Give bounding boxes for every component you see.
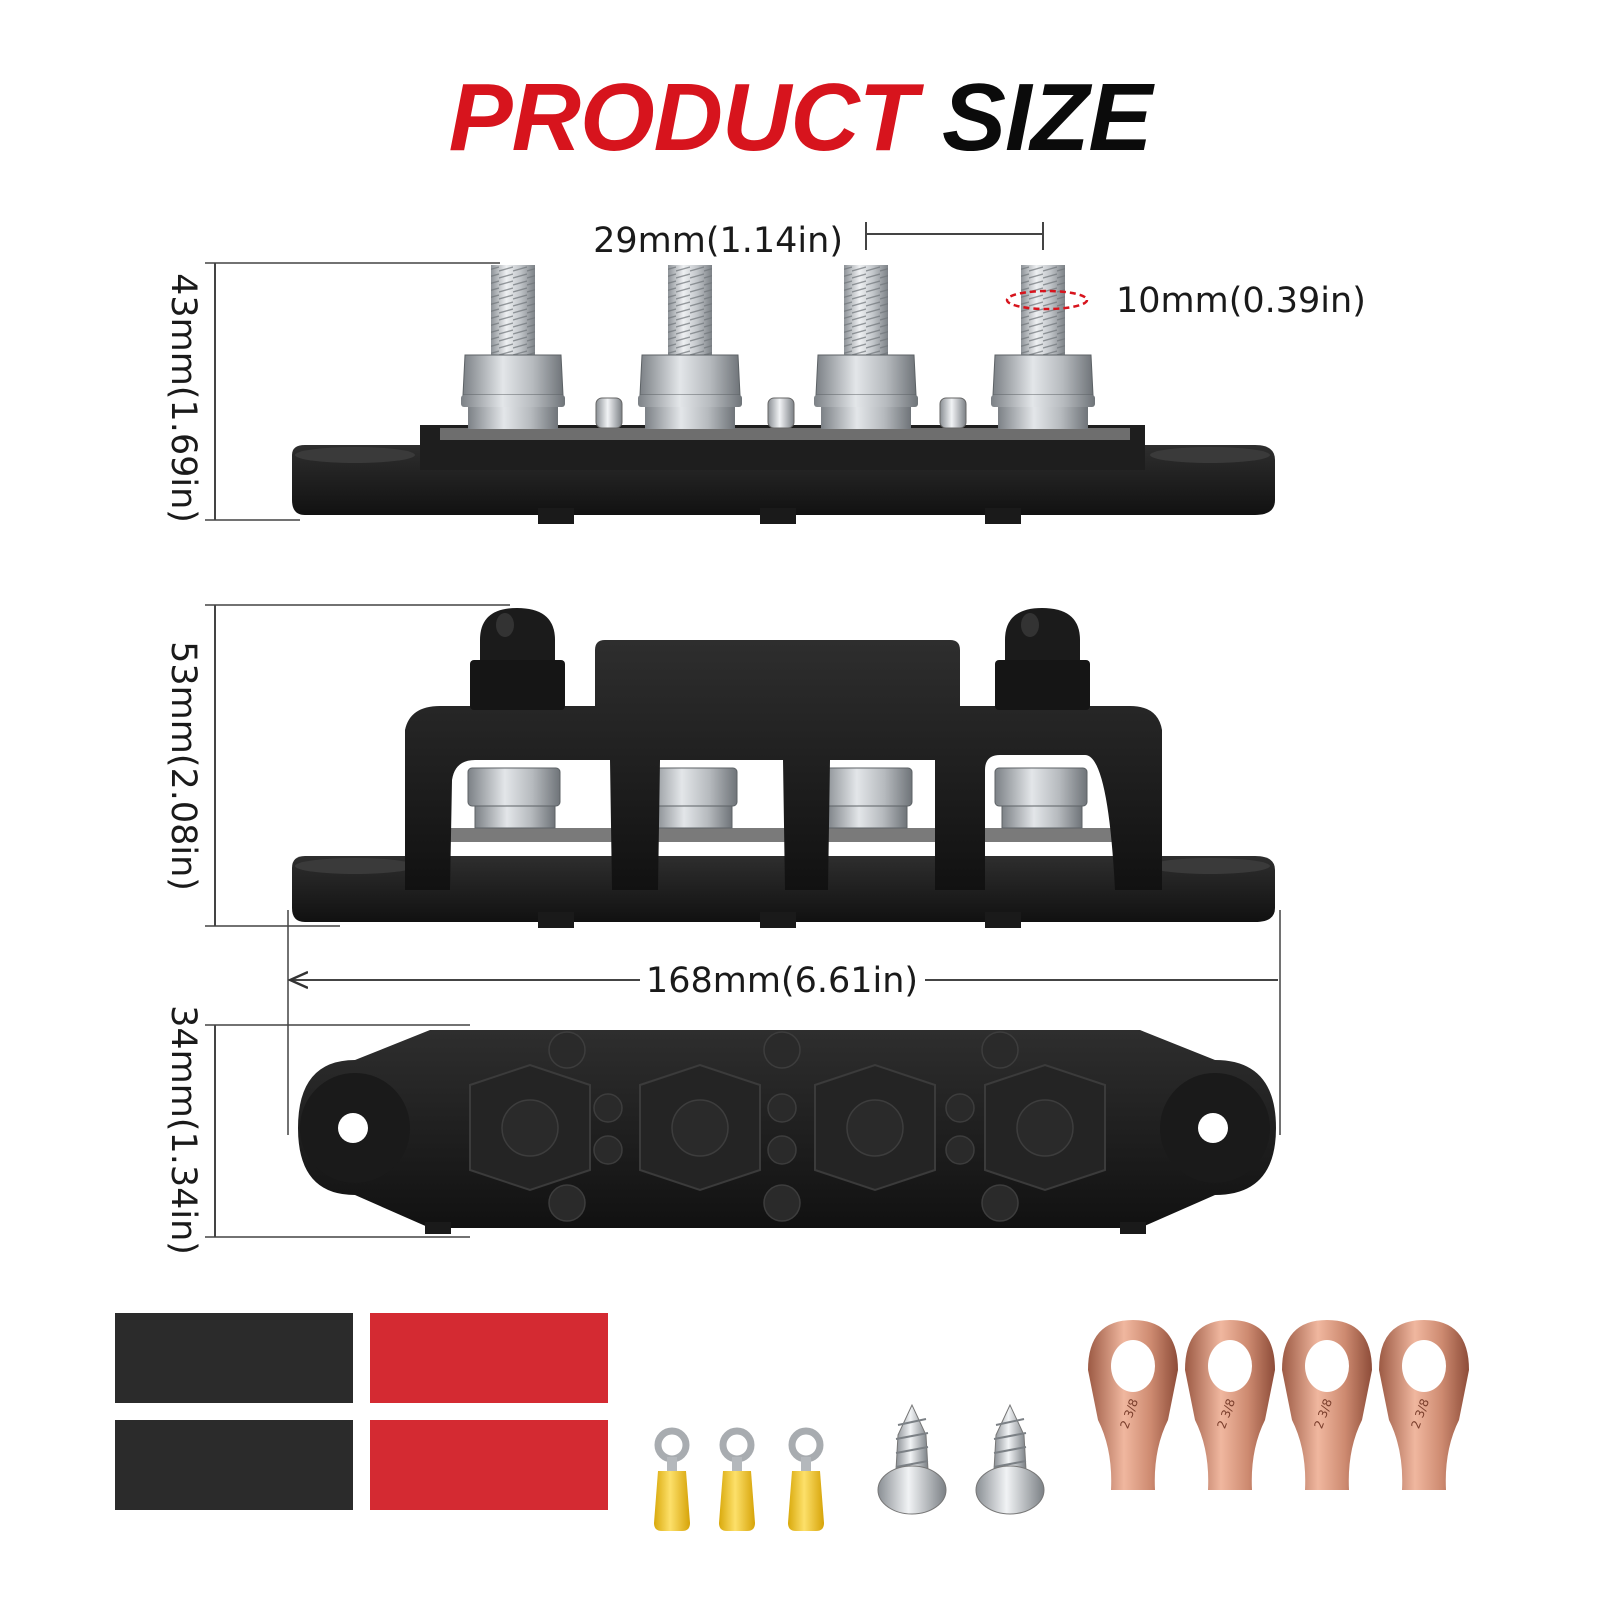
dimension-width-bottom: 34mm(1.34in) xyxy=(163,1005,470,1255)
dimension-height-top: 43mm(1.69in) xyxy=(163,262,500,523)
bottom-view xyxy=(298,1030,1276,1234)
heat-shrink-black xyxy=(115,1420,353,1510)
width-bottom-label: 34mm(1.34in) xyxy=(163,1005,203,1255)
side-view-studs xyxy=(292,265,1275,524)
dimension-total-length: 168mm(6.61in) xyxy=(287,910,1281,1135)
mounting-screws xyxy=(877,1403,1045,1515)
dimension-stud-diameter: 10mm(0.39in) xyxy=(1005,281,1366,321)
stud-diameter-label: 10mm(0.39in) xyxy=(1116,281,1366,321)
yellow-ring-terminals xyxy=(654,1427,824,1531)
copper-lugs: 2 3/8 2 3/8 2 3/8 2 3/8 xyxy=(1088,1320,1469,1490)
heat-shrink-black xyxy=(115,1313,353,1403)
height-cover-label: 53mm(2.08in) xyxy=(163,641,203,891)
dimension-stud-spacing: 29mm(1.14in) xyxy=(593,221,1044,261)
side-view-cover xyxy=(292,608,1275,928)
dimension-height-cover: 53mm(2.08in) xyxy=(163,604,510,927)
title-word-size: SIZE xyxy=(941,64,1152,171)
title-word-product: PRODUCT xyxy=(448,64,918,171)
stud-spacing-label: 29mm(1.14in) xyxy=(593,221,843,261)
page-title: PRODUCT SIZE xyxy=(0,70,1600,166)
heat-shrink-tubes xyxy=(115,1313,608,1510)
heat-shrink-red xyxy=(370,1313,608,1403)
total-length-label: 168mm(6.61in) xyxy=(646,961,918,1001)
heat-shrink-red xyxy=(370,1420,608,1510)
height-top-label: 43mm(1.69in) xyxy=(163,273,203,523)
